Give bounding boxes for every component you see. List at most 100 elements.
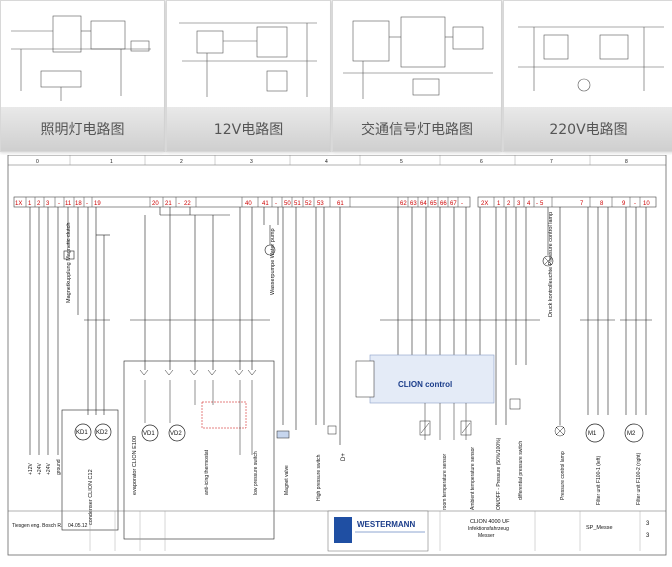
filter-motor-2: M2 Filter unit F100-2 (right) bbox=[624, 423, 644, 505]
column-numbers: 0 1 2 3 4 5 6 7 8 bbox=[36, 159, 628, 165]
svg-text:+24V: +24V bbox=[37, 463, 43, 475]
svg-text:64: 64 bbox=[420, 201, 427, 207]
title-block: WESTERMANN CLION 4000 UF Infektionsfahrz… bbox=[8, 510, 666, 552]
power-labels: +12V +24V +24V ground bbox=[28, 459, 62, 475]
svg-text:3: 3 bbox=[250, 159, 253, 165]
svg-text:22: 22 bbox=[184, 201, 191, 207]
drawing-date: 04.05.12 bbox=[68, 523, 88, 529]
svg-text:1: 1 bbox=[110, 159, 113, 165]
magnetic-clutch: Magnetkupplung Magnetic clutch bbox=[63, 223, 75, 303]
svg-text:50: 50 bbox=[284, 201, 291, 207]
svg-text:M1: M1 bbox=[588, 431, 597, 437]
svg-text:4: 4 bbox=[527, 201, 531, 207]
svg-text:-: - bbox=[634, 201, 636, 207]
svg-text:18: 18 bbox=[75, 201, 82, 207]
d-plus-label: D+ bbox=[341, 453, 347, 461]
svg-text:63: 63 bbox=[410, 201, 417, 207]
svg-text:3: 3 bbox=[517, 201, 521, 207]
thumbnail-12v-drawing bbox=[179, 22, 317, 97]
svg-text:10: 10 bbox=[643, 201, 650, 207]
svg-text:1X: 1X bbox=[15, 201, 22, 207]
thumbnail-strip: 照明灯电路图 12V电路图 交通信号灯电路图 bbox=[0, 0, 672, 152]
svg-text:67: 67 bbox=[450, 201, 457, 207]
svg-text:+12V: +12V bbox=[28, 463, 34, 475]
svg-text:-: - bbox=[461, 201, 463, 207]
thumbnail-12v-circuit[interactable]: 12V电路图 bbox=[166, 0, 331, 152]
svg-text:-: - bbox=[178, 201, 180, 207]
wiring bbox=[29, 207, 647, 455]
svg-text:2: 2 bbox=[180, 159, 183, 165]
svg-text:53: 53 bbox=[317, 201, 324, 207]
clion-control-module: CLION control bbox=[355, 354, 495, 404]
svg-text:VD1: VD1 bbox=[143, 431, 155, 437]
svg-text:+24V: +24V bbox=[46, 463, 52, 475]
svg-text:condenser CLION C12: condenser CLION C12 bbox=[88, 469, 94, 525]
condenser-unit: KD1 KD2 condenser CLION C12 bbox=[61, 409, 119, 531]
svg-text:19: 19 bbox=[94, 201, 101, 207]
svg-text:Filter unit F100-2 (right): Filter unit F100-2 (right) bbox=[636, 452, 642, 505]
thumbnail-lighting-circuit[interactable]: 照明灯电路图 bbox=[0, 0, 165, 152]
svg-text:High pressure switch: High pressure switch bbox=[316, 454, 322, 501]
svg-text:Filter unit F100-1 (left): Filter unit F100-1 (left) bbox=[596, 455, 602, 505]
thumbnail-caption: 220V电路图 bbox=[504, 107, 672, 151]
svg-text:anti-icing thermostat: anti-icing thermostat bbox=[204, 449, 210, 495]
thumbnail-220v-drawing bbox=[518, 26, 664, 92]
svg-text:Wasserpumpe Water pump: Wasserpumpe Water pump bbox=[270, 228, 276, 295]
svg-text:-: - bbox=[275, 201, 277, 207]
differential-pressure-switch: differential pressure switch bbox=[518, 441, 524, 500]
magnet-valve: Magnet valve bbox=[276, 430, 290, 495]
svg-text:CLION control: CLION control bbox=[398, 380, 452, 389]
svg-text:3: 3 bbox=[46, 201, 50, 207]
thumbnail-caption: 交通信号灯电路图 bbox=[333, 107, 501, 151]
svg-text:Magnet valve: Magnet valve bbox=[284, 465, 290, 495]
svg-text:0: 0 bbox=[36, 159, 39, 165]
evaporator-unit: VD1 VD2 evaporator CLION E100 anti-icing… bbox=[123, 360, 275, 540]
svg-text:61: 61 bbox=[337, 201, 344, 207]
svg-text:KD1: KD1 bbox=[76, 430, 88, 436]
svg-text:40: 40 bbox=[245, 201, 252, 207]
svg-text:52: 52 bbox=[305, 201, 312, 207]
wiring-diagram: 0 1 2 3 4 5 6 7 8 1X 1 2 bbox=[7, 155, 667, 556]
pressure-control-lamp-top: Druck kontrolleuchte Pressure control la… bbox=[542, 212, 554, 317]
company-logo-text: WESTERMANN bbox=[357, 520, 415, 529]
svg-text:62: 62 bbox=[400, 201, 407, 207]
svg-text:Druck kontrolleuchte Pressure: Druck kontrolleuchte Pressure control la… bbox=[548, 212, 554, 317]
svg-text:5: 5 bbox=[540, 201, 544, 207]
svg-text:2X: 2X bbox=[481, 201, 488, 207]
svg-text:Infektionsfahrzeug: Infektionsfahrzeug bbox=[468, 526, 509, 532]
svg-text:-: - bbox=[86, 201, 88, 207]
svg-text:KD2: KD2 bbox=[96, 430, 108, 436]
svg-text:2: 2 bbox=[507, 201, 511, 207]
svg-text:11: 11 bbox=[65, 201, 72, 207]
svg-text:6: 6 bbox=[480, 159, 483, 165]
svg-text:M2: M2 bbox=[627, 431, 636, 437]
thumbnail-traffic-drawing bbox=[343, 16, 493, 99]
pressure-control-lamp: Pressure control lamp bbox=[560, 451, 566, 500]
terminal-strip-2x: 2X 1 2 3 4 - 5 7 8 9 - 10 bbox=[477, 196, 657, 208]
svg-text:evaporator CLION E100: evaporator CLION E100 bbox=[132, 436, 138, 495]
sheet-number: 3 bbox=[646, 521, 650, 527]
svg-text:4: 4 bbox=[325, 159, 328, 165]
water-pump: Wasserpumpe Water pump bbox=[264, 228, 276, 295]
thumbnail-traffic-light-circuit[interactable]: 交通信号灯电路图 bbox=[332, 0, 502, 152]
svg-text:ground: ground bbox=[56, 459, 62, 475]
svg-text:66: 66 bbox=[440, 201, 447, 207]
drawn-by: Tiesgen eng. Bosch R. bbox=[12, 523, 62, 529]
svg-text:5: 5 bbox=[400, 159, 403, 165]
thumbnail-lighting-drawing bbox=[11, 15, 151, 101]
svg-text:1: 1 bbox=[497, 201, 501, 207]
svg-text:21: 21 bbox=[165, 201, 172, 207]
svg-text:Magnetkupplung Magnetic clutch: Magnetkupplung Magnetic clutch bbox=[66, 223, 72, 303]
svg-text:20: 20 bbox=[152, 201, 159, 207]
svg-text:8: 8 bbox=[600, 201, 604, 207]
svg-text:low pressure switch: low pressure switch bbox=[253, 451, 259, 495]
thumbnail-220v-circuit[interactable]: 220V电路图 bbox=[503, 0, 672, 152]
svg-text:9: 9 bbox=[622, 201, 626, 207]
sheet-total: 3 bbox=[646, 533, 650, 539]
svg-text:7: 7 bbox=[580, 201, 584, 207]
terminal-strip-1x: 1X 1 2 3 - 11 18 - 19 20 21 - 22 40 41 -… bbox=[13, 196, 471, 208]
thumbnail-caption: 照明灯电路图 bbox=[1, 107, 164, 151]
thumbnail-caption: 12V电路图 bbox=[167, 107, 330, 151]
product-name: CLION 4000 UF bbox=[470, 519, 510, 525]
svg-text:VD2: VD2 bbox=[170, 431, 182, 437]
